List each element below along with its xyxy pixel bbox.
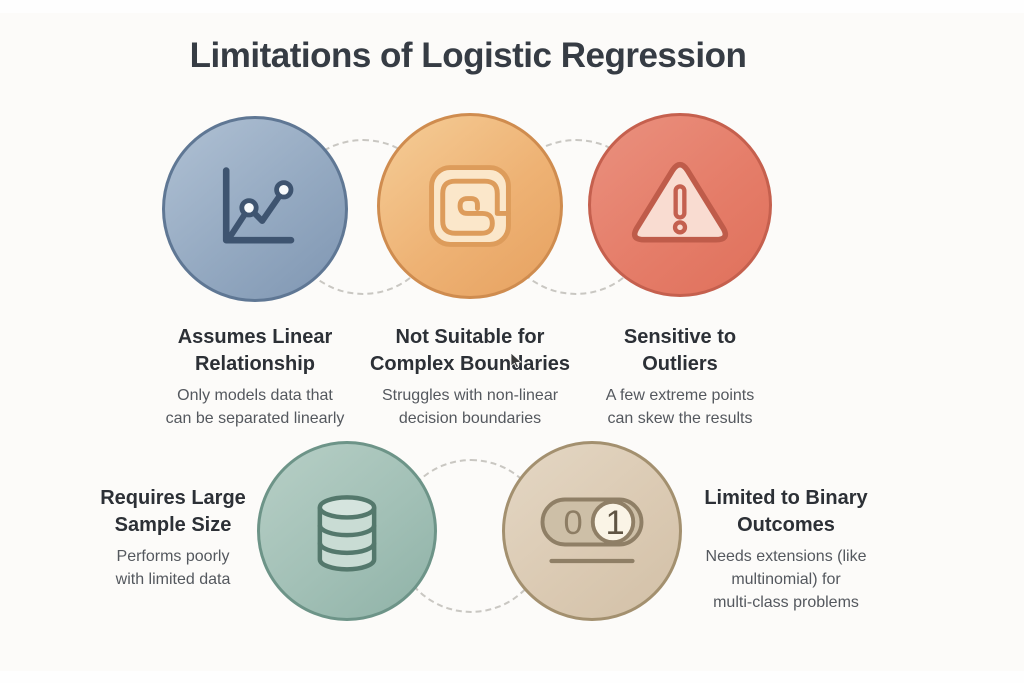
line-chart-icon bbox=[195, 149, 315, 269]
caption-outliers: Sensitive to Outliers A few extreme poin… bbox=[600, 324, 760, 430]
caption-complex-boundaries: Not Suitable for Complex Boundaries Stru… bbox=[355, 324, 585, 430]
caption-heading: Requires Large Sample Size bbox=[100, 487, 246, 536]
bubble-binary-outcomes: 0 1 bbox=[502, 441, 682, 621]
bubble-sample-size bbox=[257, 441, 437, 621]
caption-heading: Sensitive to Outliers bbox=[623, 326, 737, 375]
bottom-edge-strip bbox=[0, 671, 1024, 683]
caption-heading: Not Suitable for Complex Boundaries bbox=[369, 326, 570, 375]
mouse-cursor-icon bbox=[510, 352, 523, 373]
spiral-maze-icon bbox=[408, 144, 532, 268]
caption-heading: Assumes Linear Relationship bbox=[177, 326, 333, 375]
database-icon bbox=[288, 472, 406, 590]
caption-desc: Only models data that can be separated l… bbox=[165, 387, 345, 428]
caption-desc: Struggles with non-linear decision bound… bbox=[381, 387, 559, 428]
toggle-off-label: 0 bbox=[564, 504, 583, 542]
bubble-outliers bbox=[588, 113, 772, 297]
caption-heading: Limited to Binary Outcomes bbox=[704, 487, 868, 536]
warning-triangle-icon bbox=[618, 143, 742, 267]
caption-sample-size: Requires Large Sample Size Performs poor… bbox=[83, 485, 263, 591]
top-edge-strip bbox=[0, 0, 1024, 13]
toggle-on-label: 1 bbox=[606, 504, 625, 542]
page-title: Limitations of Logistic Regression bbox=[189, 36, 747, 75]
binary-toggle-icon: 0 1 bbox=[517, 456, 667, 606]
caption-binary-outcomes: Limited to Binary Outcomes Needs extensi… bbox=[671, 485, 901, 615]
bubble-linear-relationship bbox=[162, 116, 348, 302]
caption-desc: Performs poorly with limited data bbox=[115, 548, 231, 589]
bubble-complex-boundaries bbox=[377, 113, 563, 299]
caption-linear-relationship: Assumes Linear Relationship Only models … bbox=[140, 324, 370, 430]
caption-desc: A few extreme points can skew the result… bbox=[605, 387, 755, 428]
caption-desc: Needs extensions (like multinomial) for … bbox=[705, 548, 867, 612]
